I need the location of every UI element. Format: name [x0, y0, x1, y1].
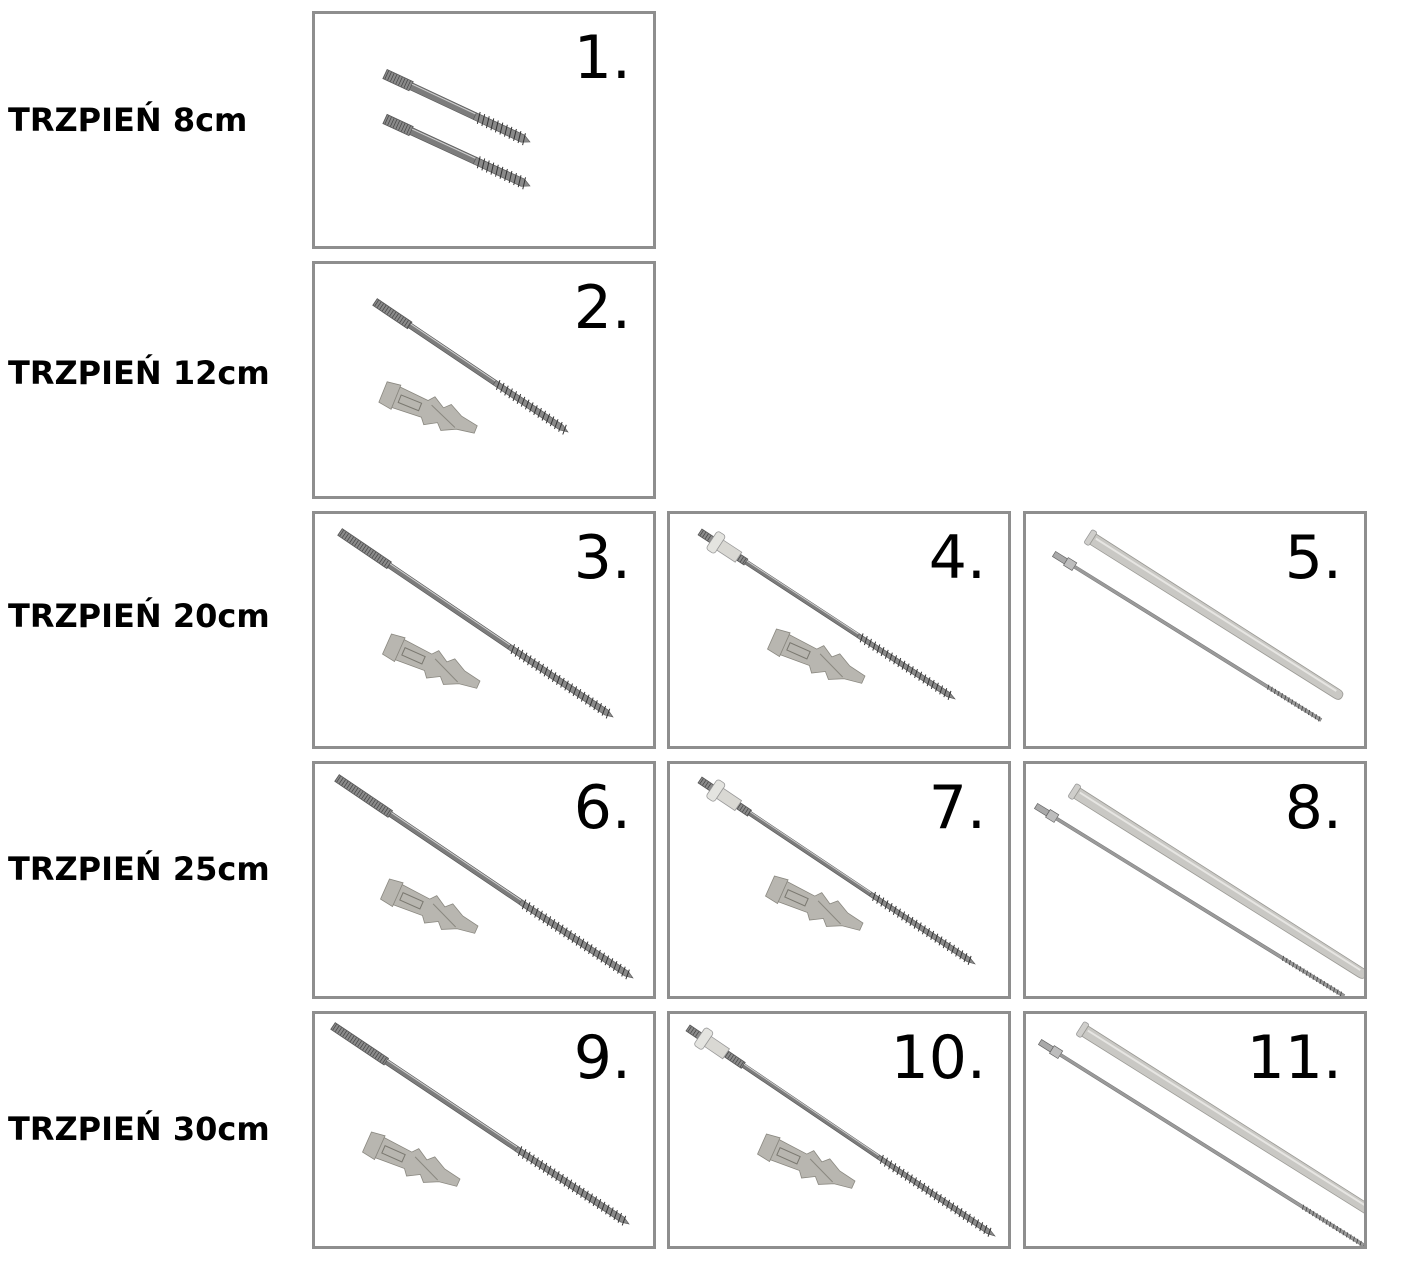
- screw-shaft: [685, 1024, 996, 1237]
- screw-shaft: [330, 1022, 630, 1226]
- product-number: 3.: [573, 523, 631, 593]
- plastic-dowel: [757, 1133, 856, 1189]
- thin-screw: [1033, 802, 1346, 996]
- product-number: 4.: [928, 523, 986, 593]
- product-number: 2.: [573, 273, 631, 343]
- product-number: 7.: [928, 773, 986, 843]
- product-number: 5.: [1284, 523, 1342, 593]
- row-label-8cm: TRZPIEŃ 8cm: [8, 101, 248, 139]
- screw-shaft: [337, 528, 614, 719]
- screw-with-dowel-icon: [372, 298, 569, 435]
- anchor-drawing: [1051, 529, 1344, 722]
- screw-drawing: [330, 1022, 630, 1226]
- product-number: 6.: [573, 773, 631, 843]
- plastic-sleeve: [1068, 783, 1364, 979]
- screw-drawing: [337, 528, 614, 719]
- thin-screw: [1051, 550, 1323, 722]
- screw-with-dowel-icon: [330, 1022, 630, 1226]
- plastic-sleeve: [1076, 1021, 1364, 1229]
- plastic-dowel: [378, 381, 478, 434]
- screw-drawing: [382, 68, 531, 146]
- row-label-30cm: TRZPIEŃ 30cm: [8, 1110, 270, 1148]
- dowel-drawing: [767, 628, 866, 684]
- dowel-drawing: [382, 633, 481, 689]
- product-number: 10.: [890, 1023, 986, 1093]
- product-tile-4[interactable]: 4.: [667, 511, 1011, 749]
- product-tile-10[interactable]: 10.: [667, 1011, 1011, 1249]
- product-tile-6[interactable]: 6.: [312, 761, 656, 999]
- product-tile-7[interactable]: 7.: [667, 761, 1011, 999]
- dowel-drawing: [380, 878, 479, 934]
- plastic-dowel: [362, 1131, 461, 1187]
- anchor-drawing: [1033, 783, 1364, 996]
- product-tile-9[interactable]: 9.: [312, 1011, 656, 1249]
- double-screw-icon: [382, 68, 531, 190]
- plastic-dowel: [767, 628, 866, 684]
- screw-with-dowel-icon: [337, 528, 614, 719]
- screw-shaft: [697, 528, 956, 700]
- plastic-sleeve: [1084, 529, 1344, 700]
- row-label-25cm: TRZPIEŃ 25cm: [8, 850, 270, 888]
- product-number: 8.: [1284, 773, 1342, 843]
- product-tile-8[interactable]: 8.: [1023, 761, 1367, 999]
- product-number: 11.: [1246, 1023, 1342, 1093]
- screw-with-collar-and-dowel-icon: [697, 528, 956, 700]
- dowel-drawing: [362, 1131, 461, 1187]
- screw-drawing: [382, 113, 531, 190]
- screw-drawing: [697, 776, 976, 965]
- screw-shaft: [382, 68, 531, 146]
- screw-drawing: [372, 298, 569, 435]
- product-number: 1.: [573, 23, 631, 93]
- plastic-dowel: [380, 878, 479, 934]
- row-label-20cm: TRZPIEŃ 20cm: [8, 597, 270, 635]
- screw-shaft: [372, 298, 569, 435]
- long-frame-anchor-icon: [1033, 783, 1364, 996]
- screw-with-collar-and-dowel-icon: [685, 1024, 996, 1237]
- product-number: 9.: [573, 1023, 631, 1093]
- screw-drawing: [685, 1024, 996, 1237]
- plastic-dowel: [382, 633, 481, 689]
- screw-shaft: [382, 113, 531, 190]
- dowel-drawing: [765, 875, 864, 931]
- screw-drawing: [334, 774, 634, 980]
- screw-with-dowel-icon: [334, 774, 634, 980]
- screw-shaft: [697, 776, 976, 965]
- product-tile-3[interactable]: 3.: [312, 511, 656, 749]
- product-tile-11[interactable]: 11.: [1023, 1011, 1367, 1249]
- product-tile-1[interactable]: 1.: [312, 11, 656, 249]
- anchor-drawing: [1037, 1021, 1364, 1246]
- screw-shaft: [334, 774, 634, 980]
- product-tile-5[interactable]: 5.: [1023, 511, 1367, 749]
- thin-screw: [1037, 1038, 1364, 1246]
- dowel-drawing: [378, 381, 478, 434]
- dowel-drawing: [757, 1133, 856, 1189]
- screw-with-collar-and-dowel-icon: [697, 776, 976, 965]
- product-tile-2[interactable]: 2.: [312, 261, 656, 499]
- long-frame-anchor-icon: [1051, 529, 1344, 722]
- long-frame-anchor-icon: [1037, 1021, 1364, 1246]
- row-label-12cm: TRZPIEŃ 12cm: [8, 354, 270, 392]
- plastic-dowel: [765, 875, 864, 931]
- screw-drawing: [697, 528, 956, 700]
